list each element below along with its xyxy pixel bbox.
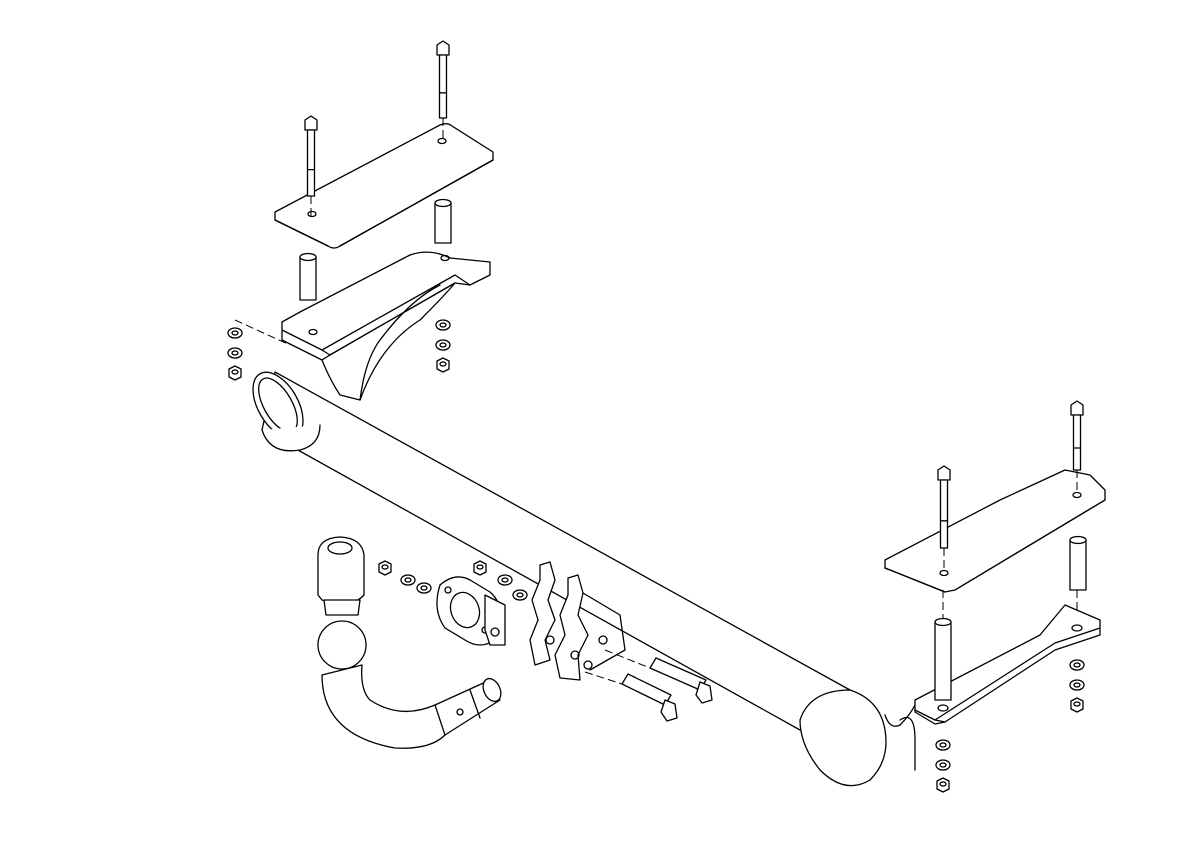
spacer-tube <box>434 198 452 244</box>
mounting-bolt <box>1070 400 1084 490</box>
nut <box>378 560 392 576</box>
right-top-clamp-plate <box>884 469 1106 593</box>
hitch-bolts <box>584 649 713 722</box>
washer <box>435 339 451 351</box>
spacer-tube <box>299 252 317 301</box>
right-mounting-bracket <box>899 604 1101 771</box>
washer <box>435 319 451 331</box>
nut <box>436 357 450 373</box>
nut <box>1070 697 1084 713</box>
washer <box>935 739 951 751</box>
washer <box>1069 659 1085 671</box>
mounting-bolt <box>937 465 951 568</box>
washer <box>416 582 432 594</box>
washer <box>227 327 243 339</box>
washer <box>935 759 951 771</box>
ball-flange-plate <box>436 576 506 646</box>
spacer-tube <box>1069 535 1087 591</box>
left-mounting-bracket <box>281 251 491 401</box>
mounting-bolt <box>436 40 450 138</box>
washer <box>227 347 243 359</box>
spacer-tube <box>934 617 952 701</box>
nut <box>473 560 487 576</box>
assembly-line-right <box>942 590 1078 620</box>
assembly-line-left <box>234 319 291 346</box>
washer <box>497 574 513 586</box>
washer <box>1069 679 1085 691</box>
tow-ball-neck <box>317 536 502 749</box>
nut <box>936 777 950 793</box>
left-top-clamp-plate <box>274 123 494 249</box>
main-cross-tube <box>252 371 916 787</box>
washer <box>400 574 416 586</box>
washer <box>512 589 528 601</box>
nut <box>228 365 242 381</box>
hitch-side-brackets <box>529 561 626 681</box>
mounting-bolt <box>304 115 318 216</box>
